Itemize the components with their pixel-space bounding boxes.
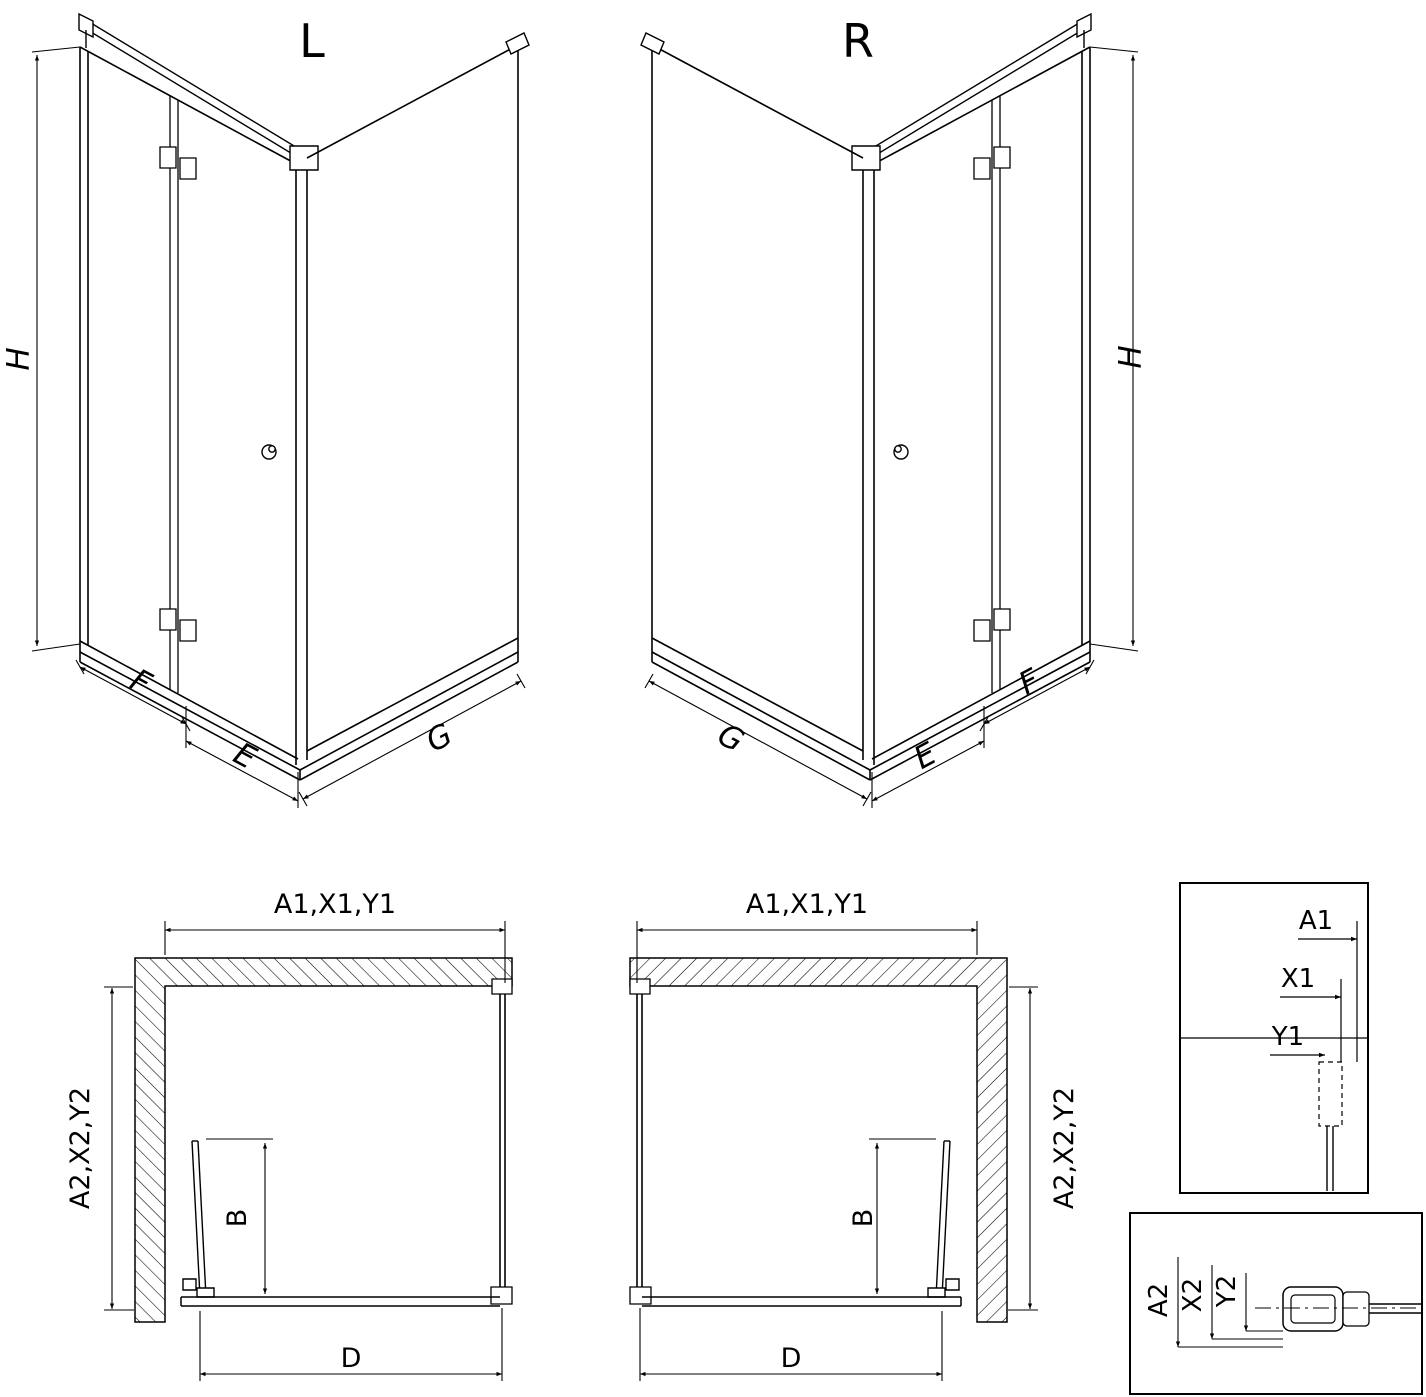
plan-right-dim-d: D	[781, 1343, 802, 1374]
plan-left-dim-side: A2,X2,Y2	[65, 1087, 96, 1209]
detail-top-label-a1: A1	[1299, 906, 1333, 936]
iso-right-dim-h: H	[1113, 345, 1149, 368]
plan-right-dim-b: B	[848, 1209, 879, 1228]
detail-bottom-label-x2: X2	[1178, 1278, 1208, 1312]
detail-bottom-frame	[1129, 1212, 1423, 1395]
detail-dim-a1	[1298, 921, 1358, 1062]
plan-left-dim-d: D	[341, 1343, 362, 1374]
iso-right-dim-g: G	[712, 717, 750, 760]
detail-bottom-profile	[1129, 1212, 1423, 1395]
detail-bottom-label-a2: A2	[1144, 1283, 1174, 1317]
iso-right-title: R	[842, 14, 874, 68]
plan-right-dim-side: A2,X2,Y2	[1049, 1087, 1080, 1209]
plan-left-geometry	[104, 921, 512, 1381]
detail-dim-x2	[1209, 1265, 1283, 1340]
detail-dim-x1	[1280, 979, 1342, 1062]
wall-profile-section	[1318, 1061, 1343, 1191]
iso-left-title: L	[299, 14, 325, 68]
plan-right-dim-top: A1,X1,Y1	[746, 889, 868, 920]
detail-top-label-y1: Y1	[1271, 1022, 1304, 1052]
iso-left-geometry	[32, 14, 529, 808]
clamp-profile	[1282, 1286, 1370, 1332]
plan-left-dim-top: A1,X1,Y1	[274, 889, 396, 920]
detail-dim-a2	[1175, 1257, 1283, 1348]
plan-left-dim-b: B	[222, 1209, 253, 1228]
detail-bottom-label-y2: Y2	[1212, 1275, 1242, 1308]
iso-left-dim-g: G	[420, 717, 458, 760]
iso-left-dim-h: H	[1, 347, 37, 370]
detail-top-profile	[1179, 882, 1369, 1194]
iso-right-geometry	[641, 14, 1138, 808]
detail-dim-y2	[1243, 1273, 1283, 1332]
iso-right-dim-e: E	[908, 735, 943, 776]
plan-right-geometry	[630, 921, 1038, 1381]
detail-top-label-x1: X1	[1281, 964, 1315, 994]
